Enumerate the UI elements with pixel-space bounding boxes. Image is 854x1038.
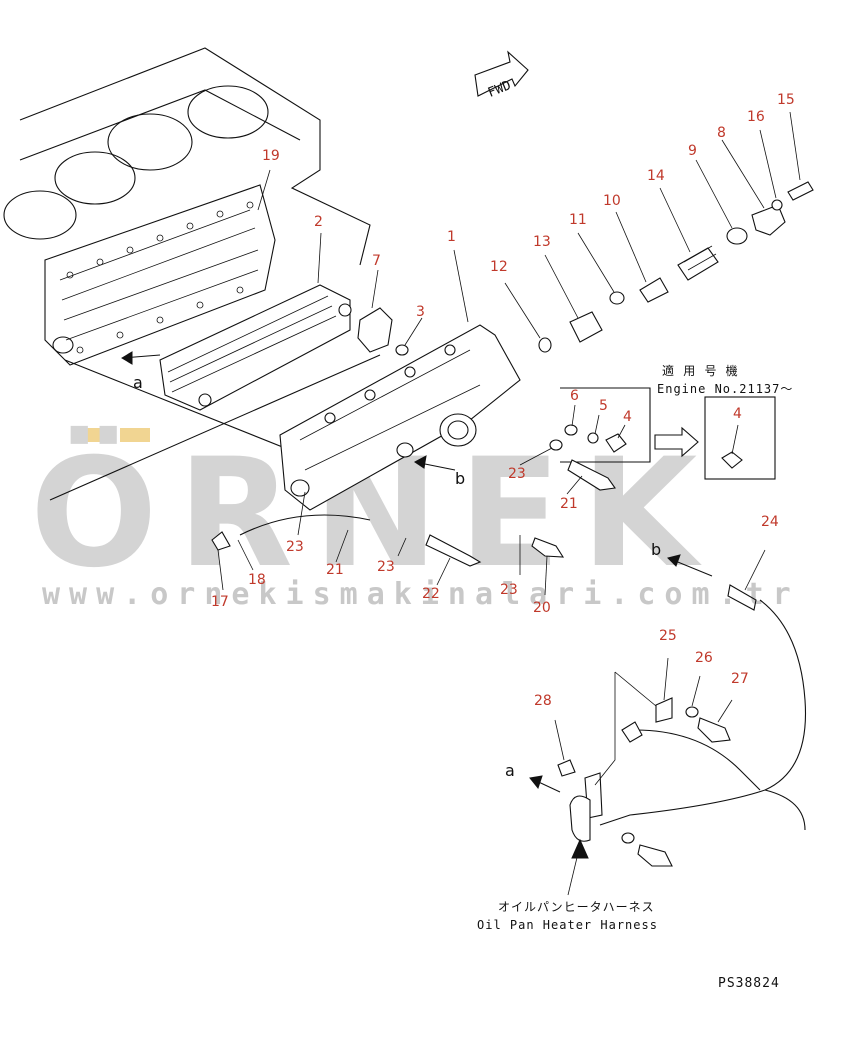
callout-20: 20 bbox=[533, 600, 551, 616]
callout-15: 15 bbox=[777, 92, 795, 108]
washer-23 bbox=[549, 439, 563, 451]
callout-23-b: 23 bbox=[286, 539, 304, 555]
callout-16: 16 bbox=[747, 109, 765, 125]
ref-b-mid: b bbox=[455, 469, 465, 488]
callout-11: 11 bbox=[569, 212, 587, 228]
harness-label-jp: オイルパンヒータハーネス bbox=[498, 900, 655, 914]
clamp-assembly bbox=[569, 772, 673, 867]
callout-19: 19 bbox=[262, 148, 280, 164]
regulator-valve-parts bbox=[538, 181, 814, 353]
watermark-url: www.ornekismakinalari.com.tr bbox=[42, 577, 800, 612]
callout-17: 17 bbox=[211, 594, 229, 610]
ref-arrows bbox=[121, 351, 713, 859]
callout-23-d: 23 bbox=[500, 582, 518, 598]
callout-24: 24 bbox=[761, 514, 779, 530]
washer-nut-group bbox=[560, 387, 651, 463]
bolt-26 bbox=[697, 717, 731, 743]
callout-labels: 1 2 3 4 4 5 6 7 8 9 10 11 12 13 14 15 16… bbox=[211, 92, 795, 709]
applicability-en: Engine No.21137～ bbox=[657, 382, 793, 396]
bolt-21 bbox=[567, 459, 616, 491]
callout-5: 5 bbox=[599, 398, 608, 414]
fwd-arrow-icon: FWD bbox=[474, 50, 529, 101]
callout-14: 14 bbox=[647, 168, 665, 184]
oil-cooler-element bbox=[159, 284, 352, 411]
callout-18: 18 bbox=[248, 572, 266, 588]
gasket-7 bbox=[357, 307, 393, 353]
bolt-22 bbox=[425, 534, 482, 567]
detail-arrow-icon bbox=[654, 426, 699, 458]
ref-a-bottom: a bbox=[505, 761, 515, 780]
callout-4-detail: 4 bbox=[733, 406, 742, 422]
callout-3: 3 bbox=[416, 304, 425, 320]
callout-12: 12 bbox=[490, 259, 508, 275]
callout-23-a: 23 bbox=[508, 466, 526, 482]
harness-24 bbox=[599, 584, 807, 831]
bolt-20 bbox=[531, 537, 565, 558]
callout-27: 27 bbox=[731, 671, 749, 687]
bracket-25 bbox=[655, 697, 673, 723]
o-ring-3 bbox=[395, 344, 409, 356]
nut-4-detail bbox=[721, 451, 743, 469]
drawing-code: PS38824 bbox=[718, 976, 780, 991]
callout-25: 25 bbox=[659, 628, 677, 644]
callout-9: 9 bbox=[688, 143, 697, 159]
applicability-jp: 適 用 号 機 bbox=[662, 363, 739, 378]
clip-17 bbox=[211, 531, 231, 551]
callout-2: 2 bbox=[314, 214, 323, 230]
callout-4: 4 bbox=[623, 409, 632, 425]
callout-21-b: 21 bbox=[326, 562, 344, 578]
callout-26: 26 bbox=[695, 650, 713, 666]
leader-lines bbox=[217, 111, 801, 896]
callout-22: 22 bbox=[422, 586, 440, 602]
nut-28 bbox=[557, 759, 576, 777]
callout-10: 10 bbox=[603, 193, 621, 209]
gasket-18 bbox=[239, 514, 371, 536]
oil-cooler-cover bbox=[279, 324, 521, 511]
callout-8: 8 bbox=[717, 125, 726, 141]
callout-13: 13 bbox=[533, 234, 551, 250]
callout-28: 28 bbox=[534, 693, 552, 709]
reference-letters: a b b a bbox=[133, 373, 661, 780]
harness-label-en: Oil Pan Heater Harness bbox=[477, 918, 658, 932]
callout-1: 1 bbox=[447, 229, 456, 245]
detail-box bbox=[704, 396, 776, 480]
washer-27 bbox=[685, 706, 699, 718]
ref-a-top: a bbox=[133, 373, 143, 392]
callout-6: 6 bbox=[570, 388, 579, 404]
callout-21-a: 21 bbox=[560, 496, 578, 512]
callout-7: 7 bbox=[372, 253, 381, 269]
ref-b-right: b bbox=[651, 540, 661, 559]
callout-23-c: 23 bbox=[377, 559, 395, 575]
